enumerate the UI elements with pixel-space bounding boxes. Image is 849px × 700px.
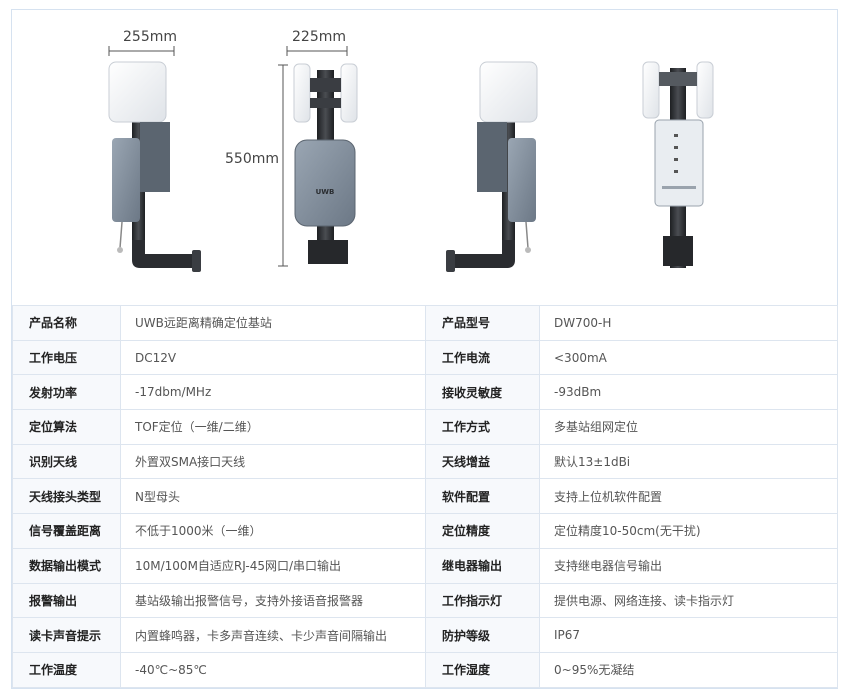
spec-value: DC12V: [120, 339, 426, 376]
spec-key: 工作温度: [12, 651, 121, 688]
spec-value: 支持继电器信号输出: [539, 547, 838, 584]
spec-key: 产品型号: [425, 305, 540, 341]
width-dimension-left: 255mm: [123, 29, 177, 45]
device-back-view: [642, 61, 714, 268]
product-figure: UWB: [12, 10, 837, 306]
dimension-lines: [108, 46, 348, 267]
spec-value: 定位精度10-50cm(无干扰): [539, 513, 838, 549]
device-logo: UWB: [316, 188, 335, 196]
spec-value: 外置双SMA接口天线: [120, 443, 426, 480]
spec-value: DW700-H: [539, 305, 838, 341]
spec-value: IP67: [539, 617, 838, 653]
spec-value: 提供电源、网络连接、读卡指示灯: [539, 582, 838, 619]
spec-key: 定位算法: [12, 409, 121, 445]
spec-value: N型母头: [120, 478, 426, 515]
spec-key: 天线接头类型: [12, 478, 121, 515]
spec-key: 工作指示灯: [425, 582, 540, 619]
spec-value: 内置蜂鸣器，卡多声音连续、卡少声音间隔输出: [120, 617, 426, 653]
spec-key: 数据输出模式: [12, 547, 121, 584]
spec-value: <300mA: [539, 339, 838, 376]
spec-row: 识别天线外置双SMA接口天线天线增益默认13±1dBi: [12, 443, 838, 480]
spec-value: 0~95%无凝结: [539, 651, 838, 688]
spec-key: 定位精度: [425, 513, 540, 549]
spec-value: -40℃~85℃: [120, 651, 426, 688]
spec-value: 10M/100M自适应RJ-45网口/串口输出: [120, 547, 426, 584]
spec-value: 默认13±1dBi: [539, 443, 838, 480]
device-side-view-right: [446, 61, 538, 272]
spec-value: UWB远距离精确定位基站: [120, 305, 426, 341]
spec-key: 软件配置: [425, 478, 540, 515]
spec-value: -17dbm/MHz: [120, 374, 426, 411]
device-front-view: UWB: [293, 63, 358, 264]
spec-row: 报警输出基站级输出报警信号，支持外接语音报警器工作指示灯提供电源、网络连接、读卡…: [12, 582, 838, 619]
device-illustrations: UWB: [108, 46, 714, 272]
spec-key: 信号覆盖距离: [12, 513, 121, 549]
spec-value: 基站级输出报警信号，支持外接语音报警器: [120, 582, 426, 619]
spec-key: 发射功率: [12, 374, 121, 411]
device-side-view-left: [108, 61, 201, 272]
spec-value: -93dBm: [539, 374, 838, 411]
spec-key: 工作电压: [12, 339, 121, 376]
spec-sheet: UWB: [11, 9, 838, 689]
spec-key: 工作电流: [425, 339, 540, 376]
spec-value: 支持上位机软件配置: [539, 478, 838, 515]
spec-value: TOF定位（一维/二维）: [120, 409, 426, 445]
spec-row: 信号覆盖距离不低于1000米（一维）定位精度定位精度10-50cm(无干扰): [12, 513, 838, 549]
spec-key: 工作湿度: [425, 651, 540, 688]
spec-key: 继电器输出: [425, 547, 540, 584]
spec-key: 接收灵敏度: [425, 374, 540, 411]
spec-key: 产品名称: [12, 305, 121, 341]
spec-key: 工作方式: [425, 409, 540, 445]
height-dimension: 550mm: [225, 151, 279, 167]
spec-key: 读卡声音提示: [12, 617, 121, 653]
spec-value: 多基站组网定位: [539, 409, 838, 445]
spec-key: 报警输出: [12, 582, 121, 619]
spec-key: 识别天线: [12, 443, 121, 480]
spec-key: 防护等级: [425, 617, 540, 653]
spec-key: 天线增益: [425, 443, 540, 480]
spec-value: 不低于1000米（一维）: [120, 513, 426, 549]
width-dimension-front: 225mm: [292, 29, 346, 45]
